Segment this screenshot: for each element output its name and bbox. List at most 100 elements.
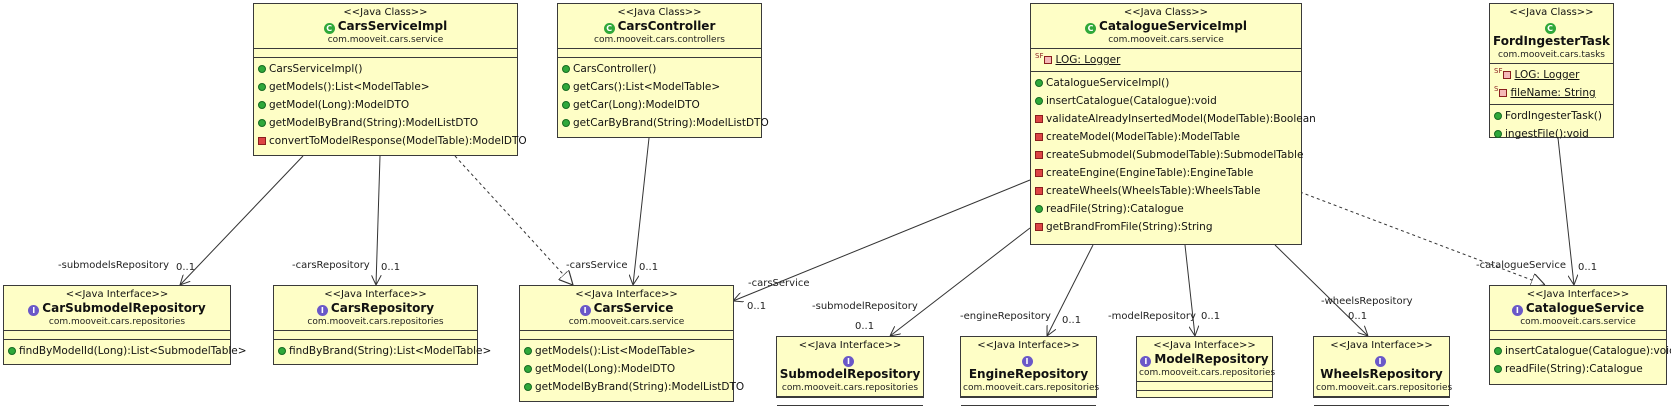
interface-name: CarSubmodelRepository [42, 301, 206, 315]
public-method-icon [258, 83, 266, 91]
role-label: -engineRepository [960, 311, 1051, 322]
constructor-icon [562, 65, 570, 73]
public-method-icon [1494, 365, 1502, 373]
method-signature: CarsServiceImpl() [269, 63, 363, 75]
method-row[interactable]: ingestFile():void [1494, 125, 1609, 143]
interface-submodel-repository[interactable]: <<Java Interface>> ISubmodelRepository c… [776, 336, 924, 406]
method-row[interactable]: FordIngesterTask() [1494, 107, 1609, 125]
role-label: -catalogueService [1476, 260, 1566, 271]
fields-section [558, 49, 761, 58]
realization-impl-to-cars-service [454, 155, 573, 285]
method-row[interactable]: findByModelId(Long):List<SubmodelTable> [8, 342, 247, 360]
stereotype-label: <<Java Interface>> [324, 289, 427, 300]
method-row[interactable]: getModel(Long):ModelDTO [524, 360, 729, 378]
package-name: com.mooveit.cars.repositories [781, 383, 919, 393]
class-name: FordIngesterTask [1493, 34, 1610, 48]
method-signature: ingestFile():void [1505, 128, 1589, 140]
public-method-icon [562, 83, 570, 91]
method-signature: getModels():List<ModelTable> [535, 345, 696, 357]
method-row[interactable]: getCars():List<ModelTable> [562, 78, 757, 96]
method-row[interactable]: getModelByBrand(String):ModelListDTO [524, 378, 744, 396]
realization-catalogue-impl-to-catalogue-service [1299, 191, 1545, 285]
assoc-catalogue-impl-to-model-repo [1184, 244, 1195, 336]
method-row[interactable]: getCar(Long):ModelDTO [562, 96, 757, 114]
method-row[interactable]: getModels():List<ModelTable> [258, 78, 513, 96]
method-row[interactable]: insertCatalogue(Catalogue):void [1035, 92, 1297, 110]
package-name: com.mooveit.cars.service [327, 35, 444, 45]
method-row[interactable]: readFile(String):Catalogue [1035, 200, 1297, 218]
public-method-icon [1494, 130, 1502, 138]
method-signature: validateAlreadyInsertedModel(ModelTable)… [1046, 113, 1316, 125]
multiplicity-label: 0..1 [747, 301, 767, 312]
role-label: -carsService [566, 260, 628, 271]
public-method-icon [562, 101, 570, 109]
method-row[interactable]: createWheels(WheelsTable):WheelsTable [1035, 182, 1297, 200]
field-signature: fileName: String [1510, 87, 1596, 99]
method-signature: findByModelId(Long):List<SubmodelTable> [19, 345, 247, 357]
method-row[interactable]: createEngine(EngineTable):EngineTable [1035, 164, 1297, 182]
method-row[interactable]: insertCatalogue(Catalogue):void [1494, 342, 1671, 360]
java-interface-icon: I [1140, 356, 1152, 367]
stereotype-label: <<Java Class>> [1509, 7, 1594, 18]
method-row[interactable]: getBrandFromFile(String):String [1035, 218, 1297, 236]
method-row[interactable]: convertToModelResponse(ModelTable):Model… [258, 132, 527, 150]
stereotype-label: <<Java Interface>> [65, 289, 169, 300]
assoc-controller-to-cars-service [633, 137, 650, 285]
interface-name: CatalogueService [1525, 301, 1645, 315]
public-method-icon [524, 383, 532, 391]
interface-wheels-repository[interactable]: <<Java Interface>> IWheelsRepository com… [1313, 336, 1452, 406]
private-method-icon [1035, 151, 1043, 159]
method-signature: readFile(String):Catalogue [1046, 203, 1184, 215]
method-row[interactable]: CarsServiceImpl() [258, 60, 513, 78]
method-row[interactable]: findByBrand(String):List<ModelTable> [278, 342, 491, 360]
method-signature: insertCatalogue(Catalogue):void [1505, 345, 1671, 357]
method-row[interactable]: validateAlreadyInsertedModel(ModelTable)… [1035, 110, 1316, 128]
method-row[interactable]: createModel(ModelTable):ModelTable [1035, 128, 1297, 146]
method-row[interactable]: CatalogueServiceImpl() [1035, 74, 1297, 92]
method-signature: getCars():List<ModelTable> [573, 81, 721, 93]
stereotype-label: <<Java Class>> [343, 7, 428, 18]
assoc-impl-to-submodels-repo [180, 155, 304, 285]
method-signature: getModels():List<ModelTable> [269, 81, 430, 93]
method-signature: getCar(Long):ModelDTO [573, 99, 700, 111]
static-modifier: S [1494, 85, 1499, 93]
multiplicity-label: 0..1 [1578, 262, 1598, 273]
java-interface-icon: I [1374, 356, 1386, 367]
assoc-catalogue-impl-to-engine-repo [1047, 244, 1094, 336]
role-label: -submodelRepository [812, 301, 918, 312]
method-row[interactable]: readFile(String):Catalogue [1494, 360, 1662, 378]
multiplicity-label: 0..1 [1201, 311, 1221, 322]
methods-section: FordIngesterTask() ingestFile():void [1490, 105, 1613, 145]
methods-section: CatalogueServiceImpl() insertCatalogue(C… [1031, 72, 1316, 238]
method-row[interactable]: getModelByBrand(String):ModelListDTO [258, 114, 513, 132]
java-interface-icon: I [1021, 356, 1033, 367]
method-row[interactable]: createSubmodel(SubmodelTable):SubmodelTa… [1035, 146, 1303, 164]
class-ford-ingester-task[interactable]: <<Java Class>> CFordIngesterTask com.moo… [1489, 3, 1614, 140]
public-method-icon [8, 347, 16, 355]
method-signature: createEngine(EngineTable):EngineTable [1046, 167, 1254, 179]
stereotype-label: <<Java Interface>> [1153, 340, 1256, 351]
method-row[interactable]: CarsController() [562, 60, 757, 78]
method-signature: createModel(ModelTable):ModelTable [1046, 131, 1240, 143]
interface-engine-repository[interactable]: <<Java Interface>> IEngineRepository com… [960, 336, 1099, 406]
method-row[interactable]: getModels():List<ModelTable> [524, 342, 729, 360]
method-row[interactable]: getCarByBrand(String):ModelListDTO [562, 114, 769, 132]
stereotype-label: <<Java Interface>> [798, 340, 902, 351]
java-class-icon: C [1544, 23, 1556, 34]
constructor-icon [1494, 112, 1502, 120]
method-signature: readFile(String):Catalogue [1505, 363, 1643, 375]
stereotype-label: <<Java Interface>> [1526, 289, 1630, 300]
methods-section: findByBrand(String):List<ModelTable> [274, 340, 491, 362]
method-row[interactable]: getModel(Long):ModelDTO [258, 96, 513, 114]
